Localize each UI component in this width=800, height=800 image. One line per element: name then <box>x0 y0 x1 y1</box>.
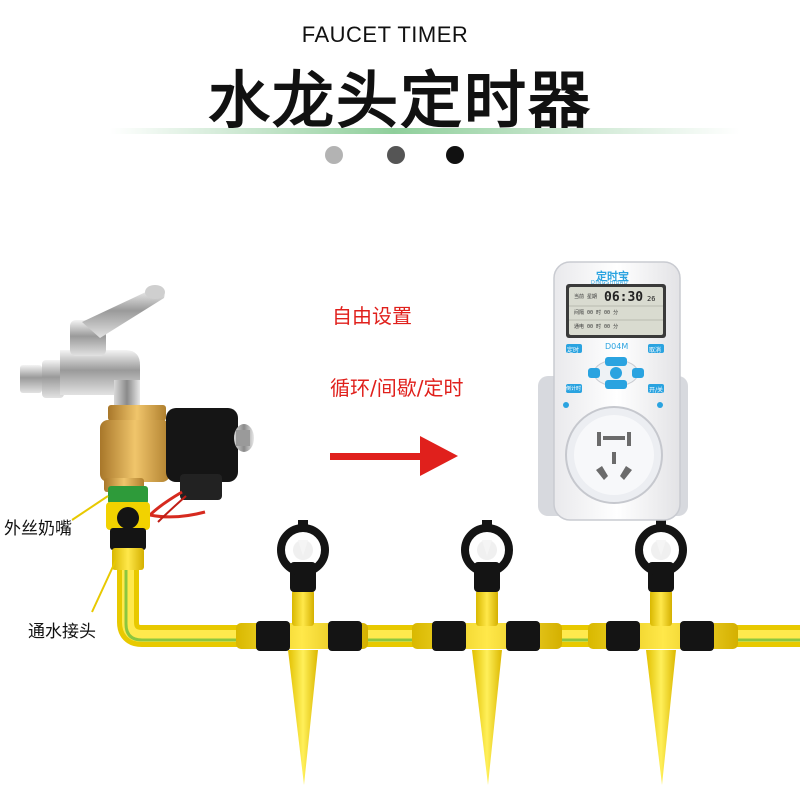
feature-modes: 循环/间歇/定时 <box>330 376 464 400</box>
red-arrow <box>330 436 458 476</box>
leader-line-nozzle <box>71 495 109 521</box>
timer-brand-pinyin: DINGSHIBAO <box>591 280 629 286</box>
faucet-adapter <box>106 486 150 570</box>
svg-text:间隔 00 时 00 分: 间隔 00 时 00 分 <box>574 309 618 316</box>
timer-button-cancel[interactable]: 取消 <box>649 347 662 354</box>
indicator-dot-1[interactable] <box>325 146 343 164</box>
leader-line-connector <box>91 559 117 613</box>
timer-seconds-display: 26 <box>647 295 656 303</box>
callout-outer-thread-nozzle: 外丝奶嘴 <box>4 519 72 539</box>
subtitle: FAUCET TIMER <box>301 22 469 47</box>
faucet <box>20 285 165 410</box>
svg-text:通电 00 时 00 分: 通电 00 时 00 分 <box>574 323 618 330</box>
sprinkler-1 <box>236 520 368 785</box>
feature-free-setting: 自由设置 <box>332 304 412 328</box>
timer-button-countdown[interactable]: 倒计时 <box>566 386 582 392</box>
indicator-dot-3[interactable] <box>446 146 464 164</box>
timer-button-set[interactable]: 定时 <box>567 347 580 354</box>
sprinkler-3 <box>588 520 738 785</box>
title-divider <box>110 128 740 134</box>
page-title: 水龙头定时器 <box>207 64 592 137</box>
timer-time-display: 06:30 <box>604 290 644 305</box>
svg-text:当前 星期: 当前 星期 <box>574 293 597 300</box>
timer-brand: 定时宝 <box>596 270 629 283</box>
timer-model: D04M <box>605 342 629 351</box>
indicator-dot-2[interactable] <box>387 146 405 164</box>
water-pipe <box>117 545 800 647</box>
timer-button-on-off[interactable]: 开/关 <box>649 387 664 394</box>
timer-device: 当前 星期 间隔 00 时 00 分 通电 00 时 00 分 <box>538 261 688 521</box>
sprinkler-2 <box>412 520 562 785</box>
callout-water-connector: 通水接头 <box>28 622 96 642</box>
